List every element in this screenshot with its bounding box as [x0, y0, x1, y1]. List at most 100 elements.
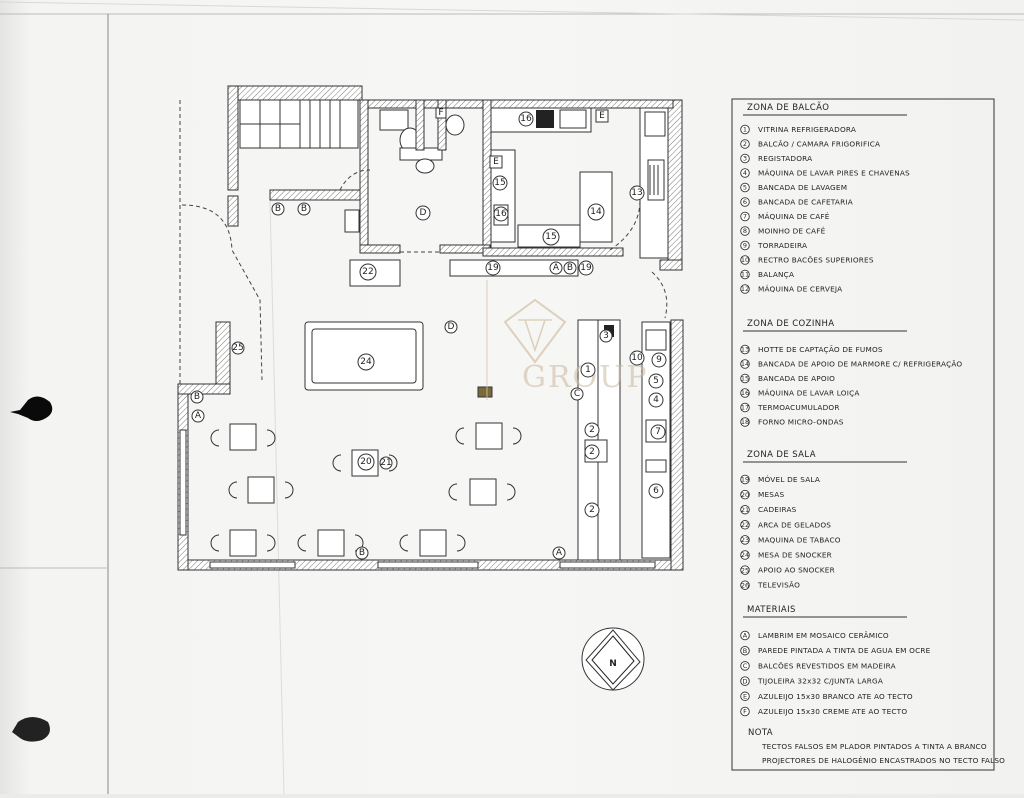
legend-item-text: BALCÃO / CAMARA FRIGORIFICA	[758, 140, 880, 149]
item-number: 20	[360, 457, 372, 467]
wall-left-mid	[215, 321, 231, 385]
legend-key-circle	[740, 182, 750, 193]
legend-key-circle	[740, 269, 750, 280]
legend-key-circle	[740, 373, 750, 384]
wall-kitchen-bottom	[482, 247, 624, 257]
legend-key-circle	[740, 139, 750, 149]
legend-item-text: BANCADA DE APOIO	[758, 374, 835, 383]
legend-item-text: MESAS	[758, 490, 784, 499]
legend-key-circle	[740, 168, 750, 178]
legend-key: 23	[741, 536, 749, 544]
legend-key: 18	[741, 418, 749, 426]
cigarette-machine	[344, 209, 360, 233]
table-set	[210, 423, 276, 451]
item-number: 24	[360, 357, 372, 367]
legend-key: 26	[741, 581, 749, 589]
legend-item-text: MAQUINA DE TABACO	[758, 535, 841, 544]
legend-key: 22	[741, 521, 749, 529]
material-marker: A	[195, 411, 202, 421]
legend-item-text: AZULEIJO 15x30 BRANCO ATE AO TECTO	[758, 692, 913, 701]
legend-key: 24	[741, 551, 749, 559]
legend-key: A	[743, 632, 748, 640]
north-letter: N	[609, 659, 617, 669]
wall-kitchen-left	[482, 99, 492, 251]
legend-key-circle	[740, 565, 750, 575]
legend-key-circle	[740, 489, 750, 500]
legend-key-circle	[740, 240, 750, 251]
legend-item-text: PAREDE PINTADA A TINTA DE AGUA EM OCRE	[758, 646, 931, 655]
legend-key-circle	[740, 226, 750, 236]
legend-key: 12	[741, 285, 749, 293]
legend-key-circle	[740, 630, 750, 641]
item-number: 15	[545, 232, 556, 242]
entrance-arc	[181, 204, 263, 381]
item-number: 7	[655, 427, 661, 437]
item-number: 4	[653, 395, 659, 405]
legend-key-circle	[740, 706, 750, 717]
legend-key-circle	[740, 153, 750, 164]
item-number: 5	[653, 376, 659, 386]
material-marker: B	[194, 392, 200, 402]
item-number: 16	[495, 209, 507, 219]
legend-key-circle	[740, 284, 750, 294]
material-marker: E	[493, 157, 499, 167]
wall-stair-bottom	[269, 189, 361, 201]
legend-item-text: RECTRO BACÕES SUPERIORES	[758, 256, 874, 265]
legend-key: 13	[741, 346, 749, 354]
punch-hole-bottom	[12, 717, 50, 742]
item-number: 21	[380, 458, 391, 468]
legend-key: 5	[743, 184, 747, 192]
wc-door-arc	[339, 169, 371, 191]
wall-partition	[227, 195, 239, 227]
legend-item-text: MESA DE SNOCKER	[758, 551, 832, 560]
table-set	[297, 529, 364, 557]
material-marker: C	[574, 389, 580, 399]
legend-key: 7	[743, 213, 747, 221]
item-number: 22	[362, 267, 373, 277]
legend-item-text: BANCADA DE CAFETARIA	[758, 198, 853, 207]
table-set	[448, 478, 516, 506]
legend-item-text: ARCA DE GELADOS	[758, 520, 831, 529]
nota-line: TECTOS FALSOS EM PLADOR PINTADOS A TINTA…	[761, 742, 987, 751]
dining-tables	[210, 422, 522, 557]
kitchen-equipment	[490, 107, 669, 259]
kitchen-door-arc	[609, 199, 641, 251]
punch-hole-top	[10, 396, 53, 421]
legend-key: D	[742, 677, 747, 685]
legend-key-circle	[740, 124, 750, 135]
legend-section-title: MATERIAIS	[747, 605, 796, 615]
legend-item-text: TELEVISÃO	[757, 581, 800, 590]
material-marker: B	[301, 204, 307, 214]
item-number: 15	[494, 178, 505, 188]
legend-key: 2	[743, 140, 747, 148]
legend-key: 4	[743, 169, 747, 177]
legend-item-text: FORNO MICRO-ONDAS	[758, 418, 844, 427]
legend-item-text: AZULEIJO 15x30 CREME ATE AO TECTO	[758, 707, 907, 716]
table-set	[399, 529, 466, 557]
legend-item-text: TERMOACUMULADOR	[757, 403, 840, 412]
item-number: 19	[580, 263, 592, 273]
legend-box	[731, 98, 995, 771]
legend-item-text: MÁQUINA DE LAVAR LOIÇA	[758, 389, 860, 398]
legend-key: C	[743, 662, 748, 670]
item-number: 19	[487, 263, 499, 273]
material-marker: B	[275, 204, 281, 214]
legend-item-text: HOTTE DE CAPTAÇÃO DE FUMOS	[758, 345, 883, 354]
legend-key: B	[743, 647, 747, 655]
wall-left-step	[177, 383, 231, 395]
legend-key-circle	[740, 676, 750, 686]
legend-key: 15	[741, 375, 749, 383]
table-set	[455, 422, 522, 450]
legend-key: 21	[741, 506, 749, 514]
legend-key-circle	[740, 535, 750, 545]
wall-wc-left	[359, 99, 369, 251]
wall-bar-right	[659, 259, 683, 271]
item-number: 1	[585, 365, 591, 375]
legend-key: 11	[741, 271, 749, 279]
legend-key-circle	[740, 504, 750, 515]
legend-key: F	[743, 708, 747, 716]
item-number: 2	[589, 425, 595, 435]
legend-item-text: MOINHO DE CAFÉ	[758, 227, 826, 236]
item-number: 2	[589, 447, 595, 457]
